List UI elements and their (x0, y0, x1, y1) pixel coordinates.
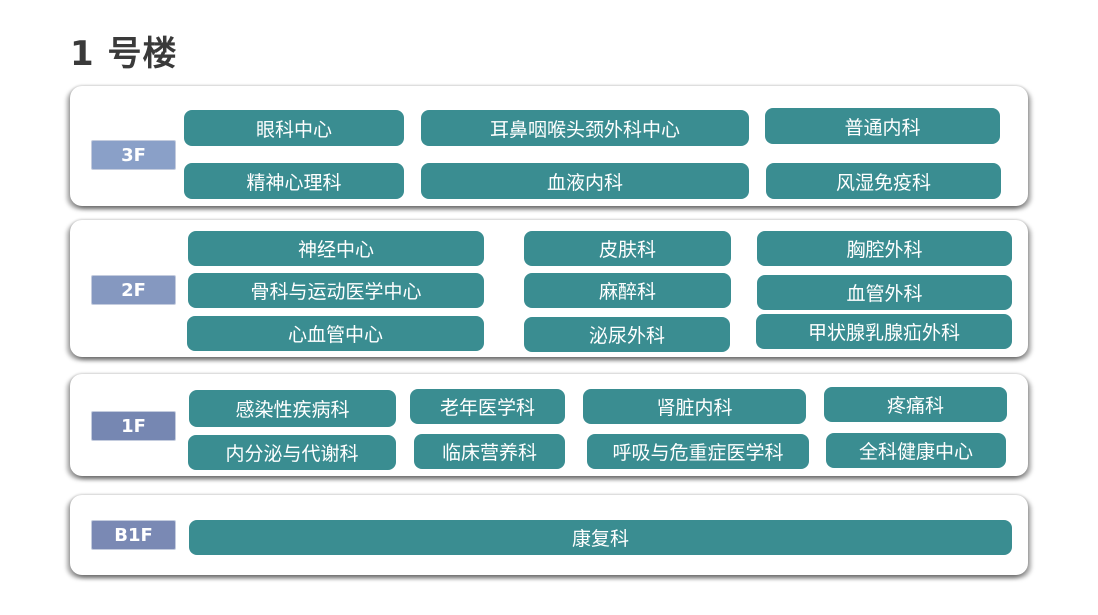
dept-button[interactable]: 呼吸与危重症医学科 (587, 434, 809, 469)
dept-button[interactable]: 普通内科 (765, 108, 1000, 144)
dept-button[interactable]: 骨科与运动医学中心 (188, 273, 484, 308)
dept-button[interactable]: 老年医学科 (410, 389, 565, 424)
floor-tag-3f: 3F (91, 140, 176, 170)
dept-button[interactable]: 风湿免疫科 (766, 163, 1001, 199)
dept-button[interactable]: 胸腔外科 (757, 231, 1012, 266)
dept-button[interactable]: 皮肤科 (524, 231, 731, 266)
dept-button[interactable]: 眼科中心 (184, 110, 404, 146)
dept-button[interactable]: 康复科 (189, 520, 1012, 555)
floor-tag-b1f: B1F (91, 520, 176, 550)
floor-tag-1f: 1F (91, 411, 176, 441)
building-title: 1 号楼 (70, 34, 178, 74)
dept-button[interactable]: 精神心理科 (184, 163, 404, 199)
floor-tag-2f: 2F (91, 275, 176, 305)
dept-button[interactable]: 麻醉科 (524, 273, 731, 308)
dept-button[interactable]: 泌尿外科 (524, 317, 730, 352)
dept-button[interactable]: 心血管中心 (187, 316, 484, 351)
dept-button[interactable]: 感染性疾病科 (189, 390, 396, 427)
dept-button[interactable]: 血液内科 (421, 163, 749, 199)
dept-button[interactable]: 血管外科 (757, 275, 1012, 310)
dept-button[interactable]: 疼痛科 (824, 387, 1007, 422)
dept-button[interactable]: 肾脏内科 (583, 389, 806, 424)
dept-button[interactable]: 甲状腺乳腺疝外科 (756, 314, 1012, 349)
dept-button[interactable]: 神经中心 (188, 231, 484, 266)
dept-button[interactable]: 内分泌与代谢科 (188, 435, 396, 470)
dept-button[interactable]: 全科健康中心 (826, 433, 1006, 468)
dept-button[interactable]: 临床营养科 (414, 434, 565, 469)
dept-button[interactable]: 耳鼻咽喉头颈外科中心 (421, 110, 749, 146)
